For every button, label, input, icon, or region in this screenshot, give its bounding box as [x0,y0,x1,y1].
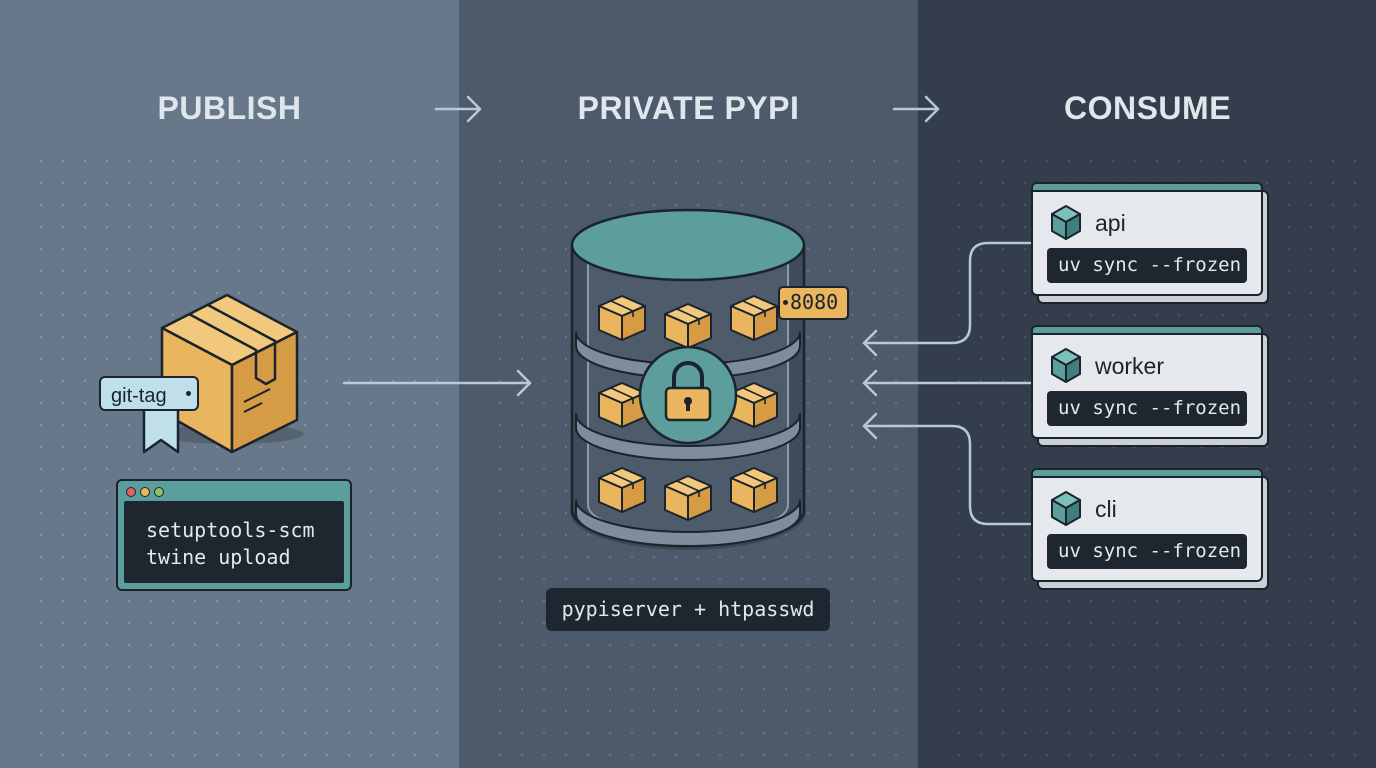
git-tag-label: git-tag [99,376,199,411]
terminal-screen: setuptools-scm twine upload [124,501,344,583]
consume-heading: CONSUME [1063,90,1232,126]
tag-hole-icon [186,391,191,396]
port-value: 8080 [790,290,839,314]
registry-command: pypiserver + htpasswd [546,588,830,631]
tag-hole-icon [783,300,788,305]
publish-heading: PUBLISH [157,90,302,126]
maximize-dot-icon [154,487,164,497]
service-cube-icon [1051,491,1081,526]
ribbon-icon [142,406,180,454]
service-name: worker [1095,353,1165,379]
service-name: cli [1095,496,1117,522]
consumer-card-worker: worker uv sync --frozen [1031,325,1269,447]
card-topbar [1033,184,1261,192]
terminal-line: setuptools-scm [146,518,315,542]
card-body: worker uv sync --frozen [1031,325,1263,439]
upload-arrow [342,369,532,397]
service-command: uv sync --frozen [1047,391,1247,426]
service-command: uv sync --frozen [1047,534,1247,569]
card-body: cli uv sync --frozen [1031,468,1263,582]
git-tag-text: git-tag [111,385,167,407]
service-cube-icon [1051,348,1081,383]
publish-terminal: setuptools-scm twine upload [116,479,352,591]
package-box-icon [160,293,304,454]
consumer-card-api: api uv sync --frozen [1031,182,1269,304]
close-dot-icon [126,487,136,497]
stage-arrow-icon [892,95,940,123]
service-cube-icon [1051,205,1081,240]
dot-grid [30,150,440,768]
terminal-line: twine upload [146,545,291,569]
card-topbar [1033,470,1261,478]
minimize-dot-icon [140,487,150,497]
consumer-card-cli: cli uv sync --frozen [1031,468,1269,590]
card-body: api uv sync --frozen [1031,182,1263,296]
service-command: uv sync --frozen [1047,248,1247,283]
terminal-titlebar [118,481,350,499]
lock-icon [638,345,738,445]
install-arrows [862,241,1032,526]
port-tag: 8080 [778,286,849,320]
registry-heading: PRIVATE PYPI [577,90,800,126]
card-topbar [1033,327,1261,335]
service-name: api [1095,210,1126,236]
stage-arrow-icon [434,95,482,123]
